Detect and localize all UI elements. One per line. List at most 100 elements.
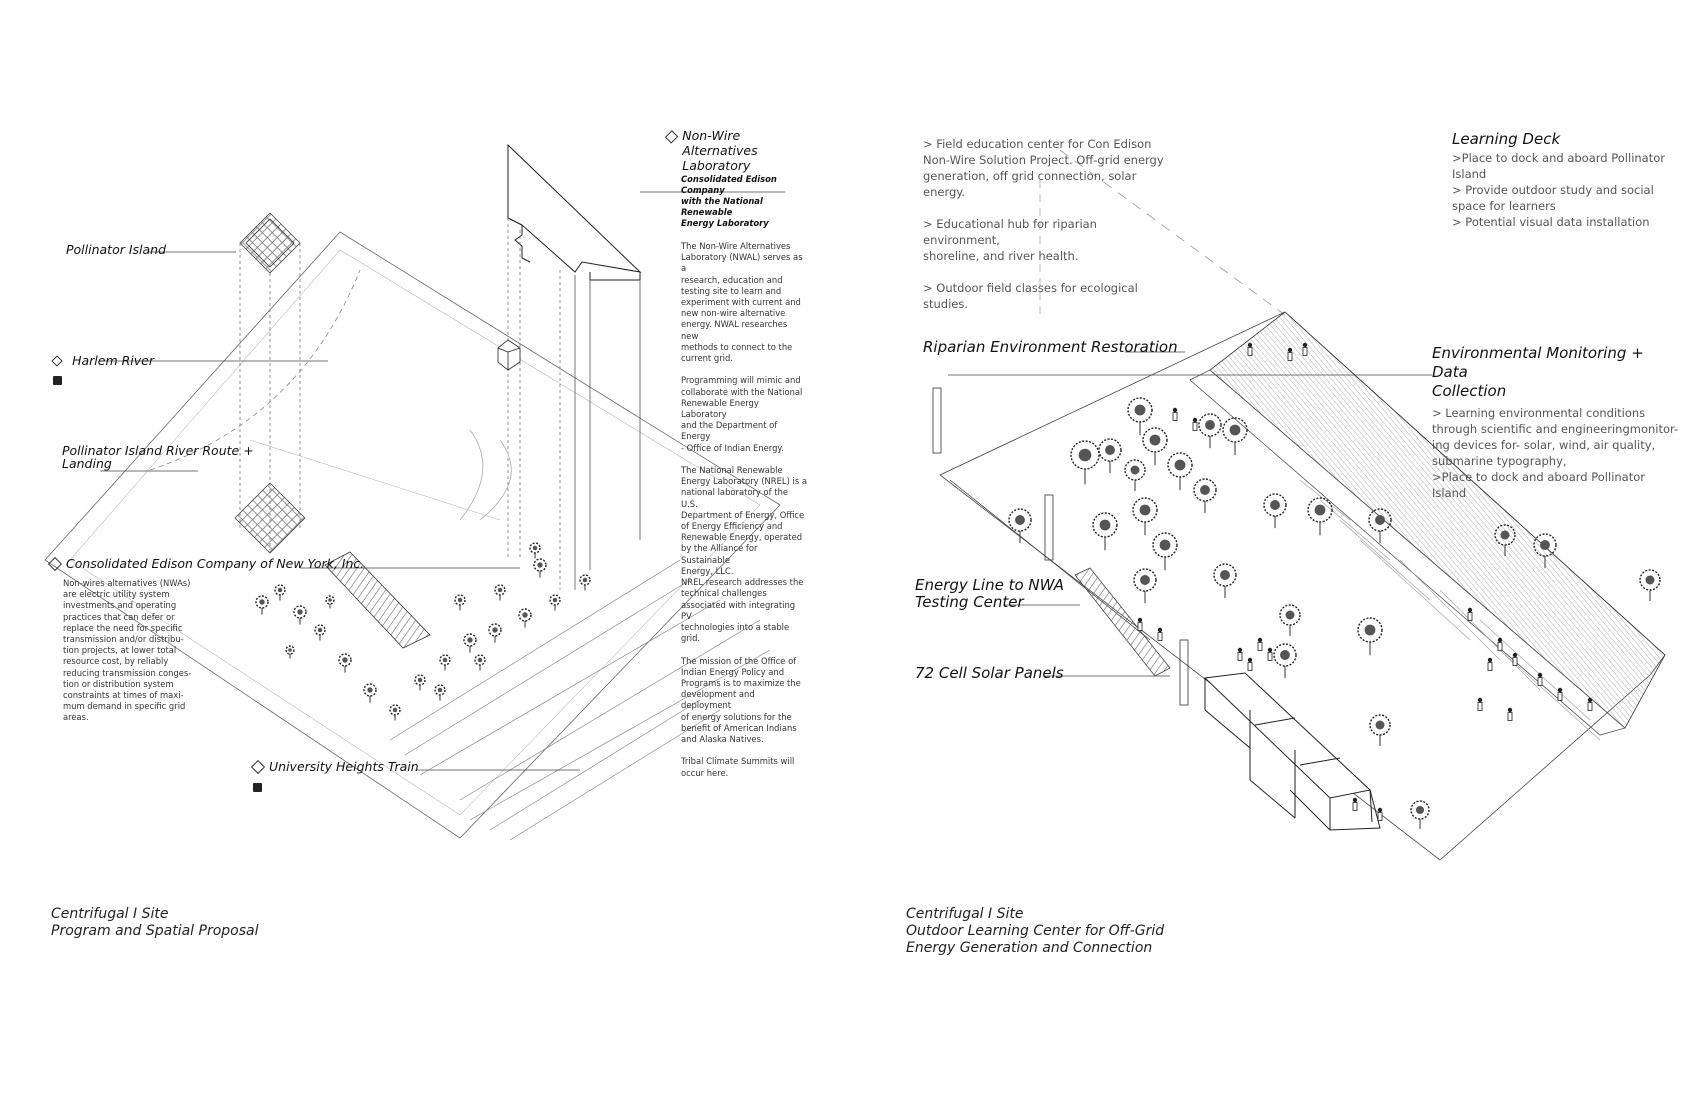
tree-icon [549, 594, 561, 611]
con-edison-building [324, 551, 431, 649]
tree-icon [1213, 563, 1237, 599]
env-monitoring-title: Environmental Monitoring + Data Collecti… [1432, 344, 1644, 400]
tree-icon [1092, 512, 1118, 551]
nwal-cube [497, 339, 521, 371]
trees-left [255, 542, 591, 721]
left-caption: Centrifugal I Site Program and Spatial P… [51, 906, 259, 939]
people-right [1137, 342, 1593, 821]
tree-icon [414, 674, 426, 691]
diamond-marker-icon [250, 759, 266, 774]
diamond-marker-icon [51, 354, 63, 367]
nwal-block: Non-Wire Alternatives Laboratory Consoli… [664, 128, 807, 779]
person-icon [1247, 657, 1253, 671]
label-pollinator-island: Pollinator Island [66, 242, 167, 257]
tree-icon [255, 595, 269, 615]
tree-icon [1494, 524, 1516, 556]
tree-icon [518, 608, 532, 628]
person-icon [1467, 607, 1473, 621]
right-notes: > Field education center for Con Edison … [923, 137, 1164, 311]
solar-panel-pavilion [1203, 672, 1381, 831]
tree-icon [1142, 427, 1168, 466]
tree-icon [1307, 497, 1333, 536]
tree-icon [325, 595, 335, 609]
deck-shadow-lines [1299, 479, 1601, 741]
tree-icon [439, 654, 451, 671]
diag-line [249, 439, 501, 521]
person-icon [1557, 687, 1563, 701]
diamond-marker-icon [47, 556, 63, 571]
tree-icon [1098, 438, 1122, 474]
person-icon [1137, 617, 1143, 631]
tree-icon [1133, 568, 1157, 604]
person-icon [1537, 672, 1543, 686]
tree-icon [579, 574, 591, 591]
tree-icon [1124, 459, 1146, 491]
label-riparian: Riparian Environment Restoration [923, 338, 1178, 356]
right-site-plan [932, 149, 1666, 861]
person-icon [1487, 657, 1493, 671]
station-badge-icon [253, 783, 262, 792]
person-icon [1172, 407, 1178, 421]
nwal-building-roof [507, 143, 642, 273]
tree-icon [533, 558, 547, 578]
tree-icon [338, 653, 352, 673]
env-monitoring-body: > Learning environmental conditions thro… [1432, 406, 1679, 500]
tree-icon [1070, 440, 1100, 485]
learning-deck-body: >Place to dock and aboard Pollinator Isl… [1452, 151, 1665, 229]
con-edison-label-group: Consolidated Edison Company of New York,… [47, 553, 365, 572]
tree-icon [1193, 478, 1217, 514]
learning-deck-title: Learning Deck [1452, 130, 1561, 148]
tree-icon [274, 584, 286, 601]
person-icon [1352, 797, 1358, 811]
tree-icon [293, 605, 307, 625]
label-university-heights: University Heights Train [269, 759, 419, 774]
tree-icon [488, 623, 502, 643]
person-icon [1287, 347, 1293, 361]
label-energy-line: Energy Line to NWA Testing Center [915, 576, 1064, 611]
tree-icon [1368, 508, 1392, 544]
tree-icon [1273, 643, 1297, 679]
trees-right [1008, 397, 1661, 829]
tree-icon [494, 584, 506, 601]
tree-icon [314, 624, 326, 641]
tree-icon [1369, 714, 1391, 746]
learning-deck-block: Learning Deck >Place to dock and aboard … [1452, 130, 1672, 230]
site-inner-plate [69, 249, 761, 816]
person-icon [1267, 647, 1273, 661]
tree-icon [1008, 508, 1032, 544]
tree-icon [363, 683, 377, 703]
person-icon [1192, 417, 1198, 431]
tree-icon [454, 594, 466, 611]
nwal-title: Non-Wire Alternatives Laboratory [682, 128, 758, 173]
tree-icon [1222, 417, 1248, 456]
label-river-route: Pollinator Island River Route + Landing [62, 443, 254, 471]
river-route-path [149, 269, 361, 471]
tree-icon [1357, 617, 1383, 656]
tree-icon [1127, 397, 1153, 436]
tree-icon [1279, 604, 1301, 636]
person-icon [1587, 697, 1593, 711]
post [1044, 494, 1054, 561]
label-con-edison: Consolidated Edison Company of New York,… [66, 556, 365, 571]
university-heights-label-group: University Heights Train [250, 756, 419, 796]
tree-icon [1198, 413, 1222, 449]
person-icon [1237, 647, 1243, 661]
tree-icon [463, 633, 477, 653]
nwal-description: The Non-Wire Alternatives Laboratory (NW… [681, 241, 807, 778]
person-icon [1157, 627, 1163, 641]
pollinator-island-top [239, 212, 301, 274]
pollinator-island-bottom [234, 482, 306, 554]
person-icon [1247, 342, 1253, 356]
tree-icon [285, 645, 295, 659]
station-badge-icon [53, 376, 62, 385]
tree-icon [1639, 569, 1661, 601]
site-ground-plate [44, 231, 781, 839]
person-icon [1477, 697, 1483, 711]
tree-icon [529, 542, 541, 559]
leader-lines-left [100, 191, 785, 771]
tree-icon [1410, 800, 1430, 829]
person-icon [1377, 807, 1383, 821]
person-icon [1257, 637, 1263, 651]
nwal-subtitle: Consolidated Edison Company with the Nat… [681, 174, 777, 228]
env-monitoring-block: Environmental Monitoring + Data Collecti… [1432, 344, 1682, 501]
